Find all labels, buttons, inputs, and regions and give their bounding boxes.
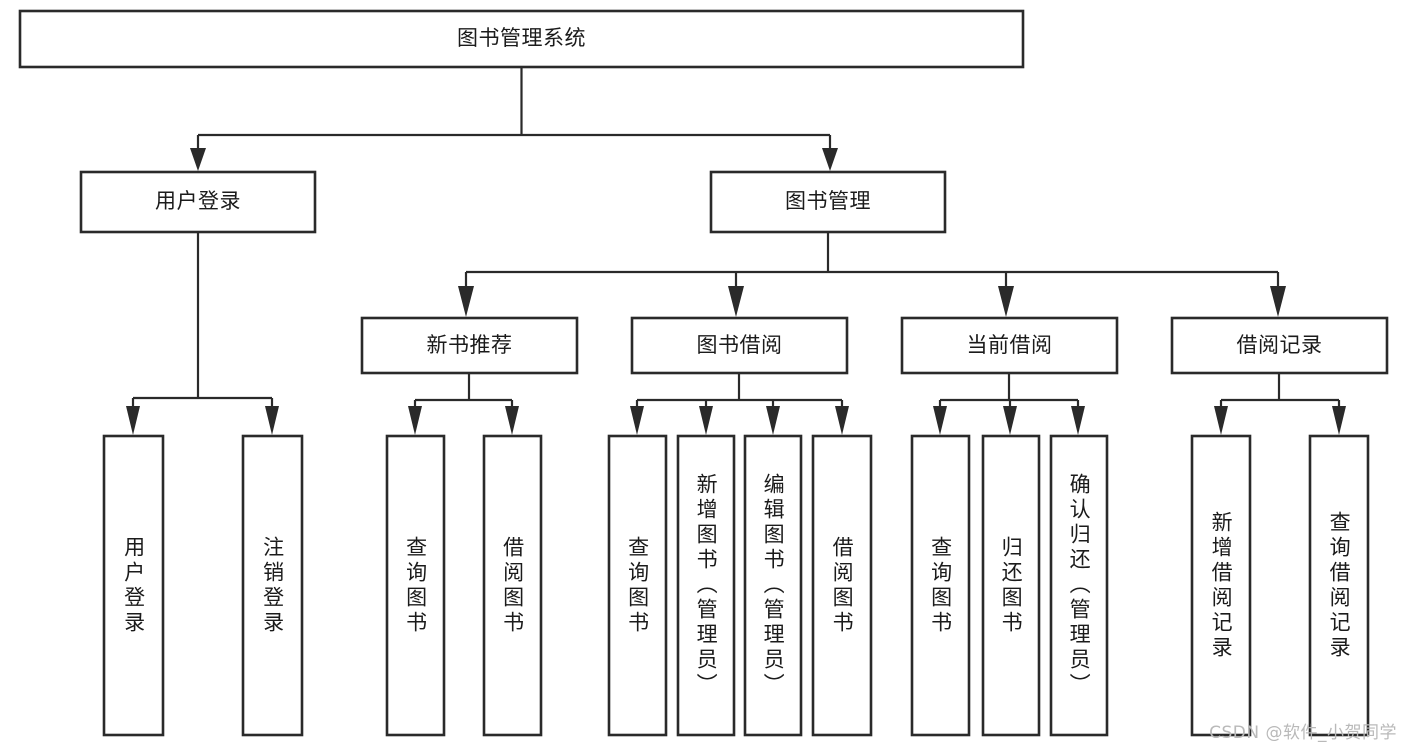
node-box-root[interactable] (18, 9, 1025, 69)
csdn-watermark: CSDN @软件_小贺同学 (1209, 723, 1397, 743)
arrow-head-leaf-add-book (699, 406, 713, 435)
arrow-head-leaf-return-book (1003, 406, 1017, 435)
node-box-leaf-confirm-return[interactable] (1049, 434, 1109, 737)
arrow-head-leaf-user-login (126, 406, 140, 435)
arrow-head-current-borrow (998, 286, 1014, 317)
arrow-head-book-management (822, 148, 838, 171)
node-box-borrow-records[interactable] (1170, 316, 1389, 375)
node-box-leaf-query-book-recommend[interactable] (385, 434, 446, 737)
node-box-book-management[interactable] (709, 170, 947, 234)
node-box-user-login[interactable] (79, 170, 317, 234)
node-box-current-borrow[interactable] (900, 316, 1119, 375)
arrow-head-leaf-query-book-borrow (630, 406, 644, 435)
connector-group-borrow-records (1214, 373, 1346, 435)
connector-group-book-management (458, 232, 1286, 317)
node-box-leaf-logout[interactable] (241, 434, 304, 737)
arrow-head-leaf-query-book-recommend (408, 406, 422, 435)
arrow-head-new-book-recommend (458, 286, 474, 317)
node-box-book-borrow[interactable] (630, 316, 849, 375)
connector-group-book-borrow (630, 373, 849, 435)
node-box-leaf-add-book[interactable] (676, 434, 736, 737)
node-box-leaf-query-book-current[interactable] (910, 434, 971, 737)
connector-group-new-book-recommend (408, 373, 519, 435)
node-box-leaf-borrow-book[interactable] (811, 434, 873, 737)
arrow-head-borrow-records (1270, 286, 1286, 317)
connector-group-current-borrow (933, 373, 1085, 435)
connector-group-root (190, 67, 838, 171)
node-box-leaf-return-book[interactable] (981, 434, 1041, 737)
node-box-leaf-user-login[interactable] (102, 434, 165, 737)
node-box-new-book-recommend[interactable] (360, 316, 579, 375)
connector-group-user-login (126, 232, 279, 435)
node-box-leaf-add-borrow-record[interactable] (1190, 434, 1252, 737)
node-box-leaf-borrow-book-recommend[interactable] (482, 434, 543, 737)
arrow-head-user-login (190, 148, 206, 171)
arrow-head-book-borrow (728, 286, 744, 317)
arrow-head-leaf-edit-book (766, 406, 780, 435)
node-box-leaf-query-borrow-record[interactable] (1308, 434, 1370, 737)
arrow-head-leaf-logout (265, 406, 279, 435)
arrow-head-leaf-add-borrow-record (1214, 406, 1228, 435)
arrow-head-leaf-borrow-book (835, 406, 849, 435)
node-box-leaf-edit-book[interactable] (743, 434, 803, 737)
node-box-leaf-query-book-borrow[interactable] (607, 434, 668, 737)
arrow-head-leaf-query-book-current (933, 406, 947, 435)
arrow-head-leaf-borrow-book-recommend (505, 406, 519, 435)
arrow-head-leaf-query-borrow-record (1332, 406, 1346, 435)
arrow-head-leaf-confirm-return (1071, 406, 1085, 435)
